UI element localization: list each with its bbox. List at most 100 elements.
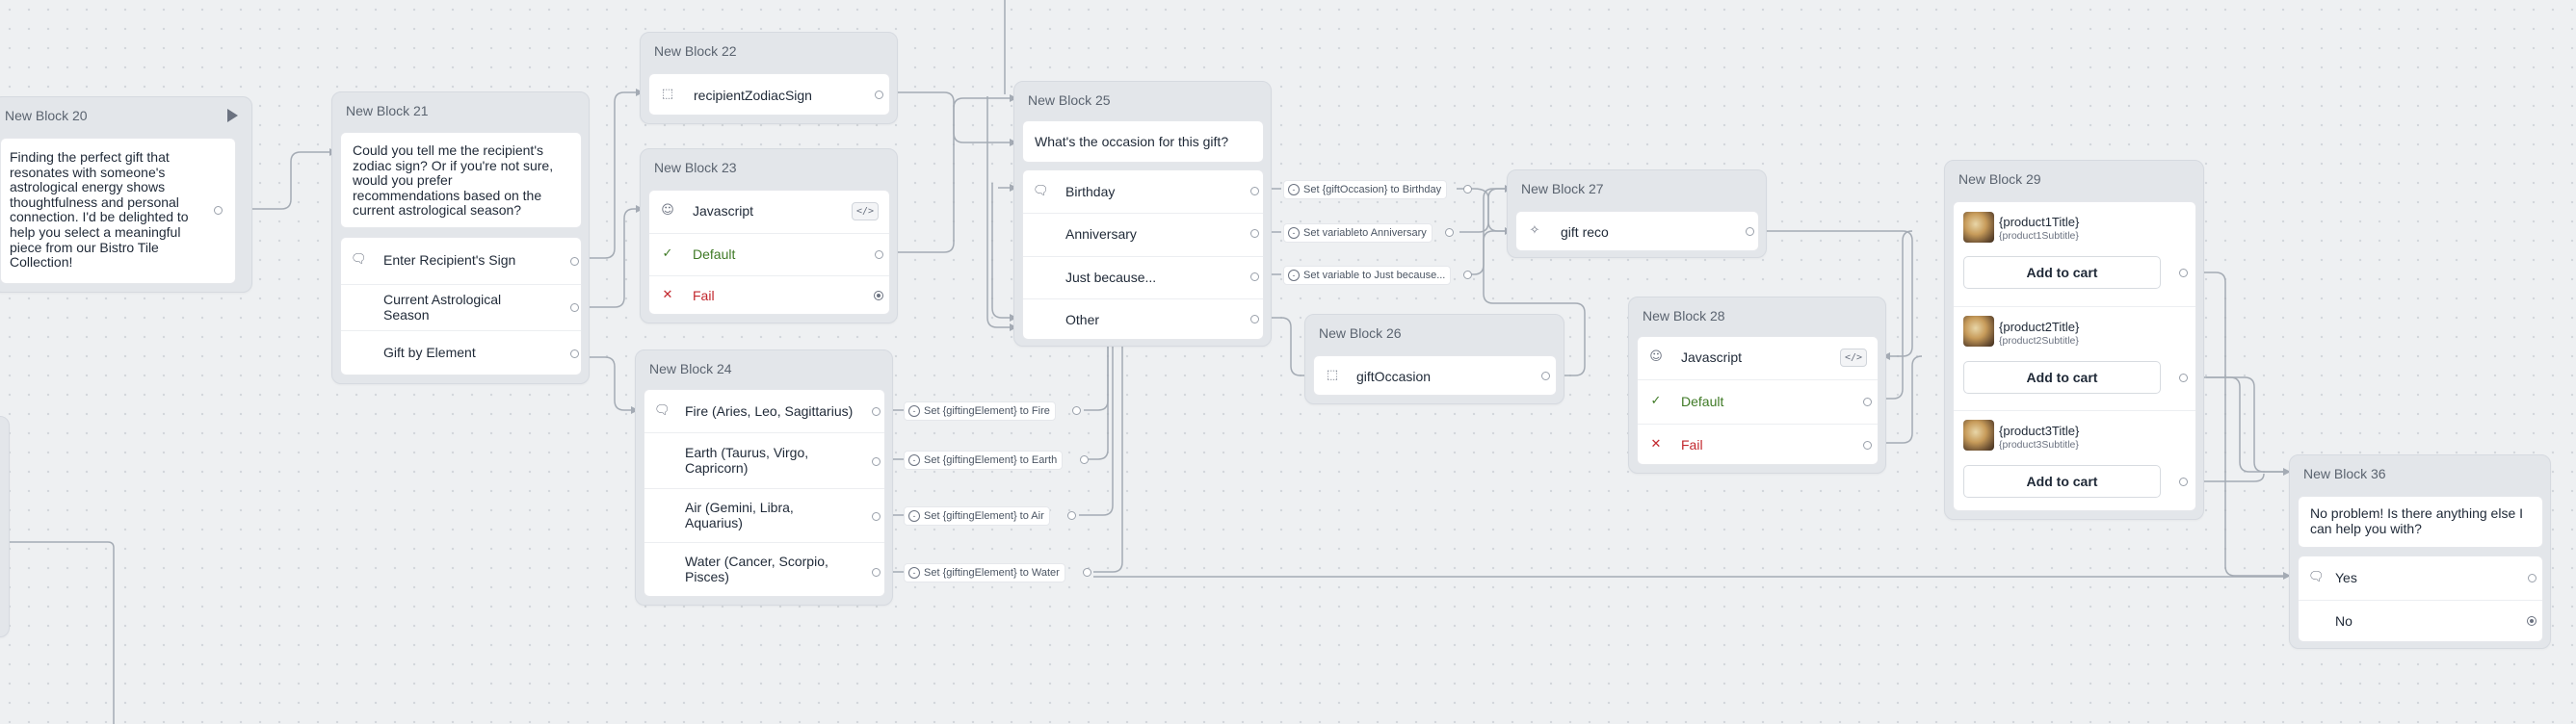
output-port[interactable] (1250, 315, 1259, 323)
fail-label: Fail (1681, 437, 1703, 452)
script-label: Javascript (1681, 349, 1743, 365)
variable-card[interactable]: ⬚ recipientZodiacSign (648, 73, 890, 116)
output-port[interactable] (872, 512, 881, 521)
code-editor-button[interactable]: </> (1840, 349, 1867, 367)
output-port[interactable] (1863, 441, 1872, 450)
add-to-cart-button[interactable]: Add to cart (1963, 465, 2161, 498)
product-item[interactable]: {product1Title} {product1Subtitle} Add t… (1954, 202, 2195, 306)
output-port[interactable] (1083, 568, 1091, 577)
choice-label: Gift by Element (383, 345, 476, 360)
output-port[interactable] (1746, 227, 1754, 236)
text-bubble[interactable]: Finding the perfect gift that resonates … (0, 138, 236, 284)
output-port[interactable] (1445, 228, 1454, 237)
cross-icon: ✕ (1650, 437, 1662, 452)
output-port[interactable] (872, 407, 881, 416)
output-port[interactable] (2179, 269, 2188, 277)
output-port[interactable] (872, 457, 881, 466)
sparkle-icon: ✧ (1529, 223, 1540, 238)
set-variable-water[interactable]: -Set {giftingElement} to Water (904, 563, 1065, 582)
product-item[interactable]: {product3Title} {product3Subtitle} Add t… (1954, 410, 2195, 512)
choice-item[interactable]: 🗨 Fire (Aries, Leo, Sagittarius) (644, 390, 884, 432)
output-port[interactable] (1463, 185, 1472, 194)
set-variable-anniversary[interactable]: -Set variableto Anniversary (1283, 223, 1433, 243)
default-row[interactable]: ✓ Default (1638, 379, 1878, 424)
set-variable-justbecause[interactable]: -Set variable to Just because... (1283, 266, 1452, 285)
choice-item[interactable]: Air (Gemini, Libra, Aquarius) (644, 488, 884, 542)
block-28[interactable]: New Block 28 ☺ Javascript </> ✓ Default … (1628, 297, 1886, 474)
output-port[interactable] (570, 303, 579, 312)
add-to-cart-button[interactable]: Add to cart (1963, 361, 2161, 394)
output-port[interactable] (1541, 372, 1550, 380)
product-item[interactable]: {product2Title} {product2Subtitle} Add t… (1954, 306, 2195, 410)
set-variable-fire[interactable]: -Set {giftingElement} to Fire (904, 401, 1056, 421)
choice-item[interactable]: 🗨 Birthday (1023, 170, 1263, 213)
output-port[interactable] (1463, 271, 1472, 279)
edge-b24-water-2 (1093, 347, 1123, 573)
set-variable-earth[interactable]: -Set {giftingElement} to Earth (904, 451, 1064, 470)
block-title: New Block 23 (654, 160, 737, 175)
set-label: Set variable to Just because... (1303, 270, 1446, 281)
output-port[interactable] (2179, 478, 2188, 486)
script-row[interactable]: ☺ Javascript </> (649, 191, 889, 233)
choice-item[interactable]: No (2299, 600, 2542, 643)
output-port[interactable] (1863, 398, 1872, 406)
output-port[interactable] (2528, 574, 2537, 582)
set-variable-birthday[interactable]: -Set {giftOccasion} to Birthday (1283, 180, 1448, 199)
choice-item[interactable]: Water (Cancer, Scorpio, Pisces) (644, 542, 884, 598)
output-port[interactable] (1250, 187, 1259, 195)
variable-card[interactable]: ⬚ giftOccasion (1313, 355, 1557, 396)
script-card: ☺ Javascript </> ✓ Default ✕ Fail (1637, 336, 1879, 465)
output-port[interactable] (872, 568, 881, 577)
product-image (1963, 420, 1994, 451)
code-editor-button[interactable]: </> (852, 202, 879, 220)
fail-row[interactable]: ✕ Fail (1638, 424, 1878, 466)
output-port[interactable] (1067, 511, 1076, 520)
block-20[interactable]: New Block 20 Finding the perfect gift th… (0, 96, 252, 293)
block-36[interactable]: New Block 36 No problem! Is there anythi… (2289, 454, 2551, 649)
choice-item[interactable]: Just because... (1023, 256, 1263, 298)
output-port[interactable] (1080, 455, 1089, 464)
default-row[interactable]: ✓ Default (649, 233, 889, 275)
output-port[interactable] (1250, 229, 1259, 238)
block-24[interactable]: New Block 24 🗨 Fire (Aries, Leo, Sagitta… (635, 349, 893, 606)
play-icon[interactable] (227, 109, 238, 122)
script-row[interactable]: ☺ Javascript </> (1638, 337, 1878, 379)
fail-row[interactable]: ✕ Fail (649, 275, 889, 316)
block-21[interactable]: New Block 21 Could you tell me the recip… (331, 91, 590, 384)
block-29[interactable]: New Block 29 {product1Title} {product1Su… (1944, 160, 2204, 520)
output-port[interactable] (214, 206, 223, 215)
text-bubble[interactable]: Could you tell me the recipient's zodiac… (340, 132, 582, 228)
output-port[interactable] (1250, 272, 1259, 281)
add-to-cart-button[interactable]: Add to cart (1963, 256, 2161, 289)
block-27[interactable]: New Block 27 ✧ gift reco (1507, 169, 1767, 258)
choice-item[interactable]: Anniversary (1023, 213, 1263, 256)
block-26[interactable]: New Block 26 ⬚ giftOccasion (1304, 314, 1564, 404)
choice-item[interactable]: Other (1023, 298, 1263, 341)
set-variable-air[interactable]: -Set {giftingElement} to Air (904, 506, 1050, 526)
text-bubble[interactable]: No problem! Is there anything else I can… (2298, 496, 2543, 548)
block-title: New Block 20 (5, 108, 88, 123)
carousel-card: {product1Title} {product1Subtitle} Add t… (1953, 201, 2196, 511)
output-port[interactable] (570, 349, 579, 358)
output-port[interactable] (875, 90, 883, 99)
block-title: New Block 25 (1028, 92, 1111, 108)
output-port[interactable] (1072, 406, 1081, 415)
block-22[interactable]: New Block 22 ⬚ recipientZodiacSign (640, 32, 898, 124)
block-partial-left[interactable] (0, 416, 10, 637)
bubble-text: Could you tell me the recipient's zodiac… (353, 142, 554, 219)
choice-item[interactable]: Gift by Element (341, 330, 581, 376)
choice-item[interactable]: 🗨 Yes (2299, 556, 2542, 600)
choice-item[interactable]: Current Astrological Season (341, 284, 581, 330)
variable-icon: ⬚ (661, 87, 674, 101)
action-card[interactable]: ✧ gift reco (1515, 211, 1759, 251)
output-port[interactable] (570, 257, 579, 266)
text-bubble[interactable]: What's the occasion for this gift? (1022, 120, 1264, 163)
block-25[interactable]: New Block 25 What's the occasion for thi… (1013, 81, 1272, 347)
output-port[interactable] (2179, 374, 2188, 382)
choice-item[interactable]: Earth (Taurus, Virgo, Capricorn) (644, 432, 884, 488)
choice-item[interactable]: 🗨 Enter Recipient's Sign (341, 238, 581, 284)
output-port[interactable] (875, 250, 883, 259)
output-port[interactable] (874, 291, 883, 300)
block-23[interactable]: New Block 23 ☺ Javascript </> ✓ Default … (640, 148, 898, 323)
output-port[interactable] (2527, 616, 2537, 626)
